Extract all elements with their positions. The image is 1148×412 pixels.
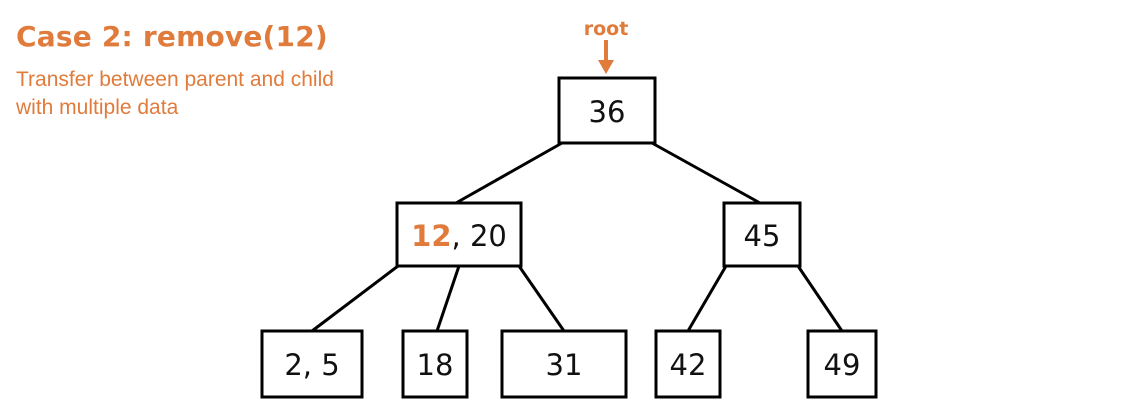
tree-leaf-3: 31	[500, 329, 628, 399]
tree-leaf-1: 2, 5	[260, 329, 364, 399]
subtitle-line-1: Transfer between parent and child	[16, 68, 334, 91]
tree-node-right: 45	[722, 201, 802, 268]
node-key: 20	[470, 219, 507, 253]
key-separator: ,	[303, 348, 321, 382]
edge-root-left	[455, 141, 563, 205]
edge-root-right	[651, 141, 761, 205]
tree-node-left: 12, 20	[395, 201, 523, 268]
edge-left-leaf-1	[311, 264, 399, 333]
slide-title: Case 2: remove(12)	[16, 20, 328, 53]
node-keys: 2, 5	[284, 348, 339, 382]
node-key: 36	[589, 95, 626, 129]
edge-right-leaf-1	[686, 265, 728, 332]
node-key: 45	[744, 219, 781, 253]
slide-subtitle: Transfer between parent and child with m…	[16, 66, 416, 122]
subtitle-line-2: with multiple data	[16, 96, 179, 119]
tree-leaf-5: 49	[806, 329, 878, 399]
node-key: 18	[417, 348, 454, 382]
edge-left-leaf-3	[517, 265, 566, 332]
root-pointer-label: root	[584, 18, 629, 40]
root-pointer-arrow	[598, 40, 614, 74]
key-separator: ,	[452, 219, 470, 253]
node-key: 5	[321, 348, 339, 382]
node-key: 31	[546, 348, 583, 382]
edge-right-leaf-2	[796, 265, 844, 332]
highlighted-key: 12	[411, 219, 451, 253]
tree-node-root: 36	[557, 76, 657, 145]
tree-leaf-4: 42	[654, 329, 722, 399]
node-key: 42	[670, 348, 707, 382]
edge-left-leaf-2	[435, 265, 461, 332]
node-key: 49	[824, 348, 861, 382]
tree-leaf-2: 18	[401, 329, 469, 399]
node-keys: 12, 20	[411, 219, 507, 253]
node-key: 2	[284, 348, 302, 382]
